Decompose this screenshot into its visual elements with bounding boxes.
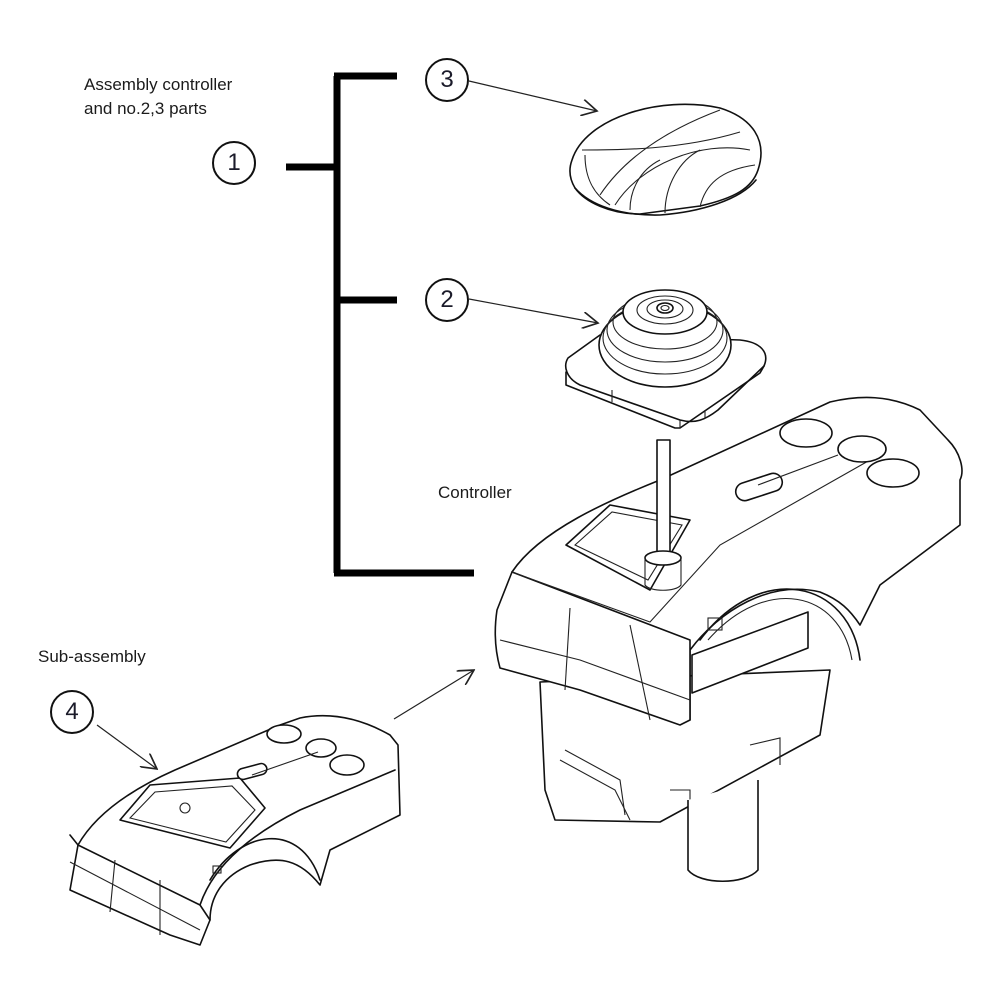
callout-2-leader xyxy=(468,298,598,323)
knob-cap-drawing xyxy=(569,103,762,216)
controller-label: Controller xyxy=(438,483,512,502)
callout-4: 4 xyxy=(50,690,94,734)
callout-3: 3 xyxy=(425,58,469,102)
callout-3-leader xyxy=(468,80,597,111)
controller-drawing xyxy=(494,396,963,883)
sub-assembly-drawing xyxy=(69,715,401,946)
callout-4-leader xyxy=(96,724,157,769)
subassembly-to-controller-arrow xyxy=(393,670,474,720)
assembly-title-line1: Assembly controller xyxy=(84,75,233,94)
callout-2: 2 xyxy=(425,278,469,322)
assembly-title-line2: and no.2,3 parts xyxy=(84,99,207,118)
gaiter-drawing xyxy=(564,289,767,429)
assembly-bracket xyxy=(286,72,474,577)
callout-1: 1 xyxy=(212,141,256,185)
sub-assembly-label: Sub-assembly xyxy=(38,647,146,666)
